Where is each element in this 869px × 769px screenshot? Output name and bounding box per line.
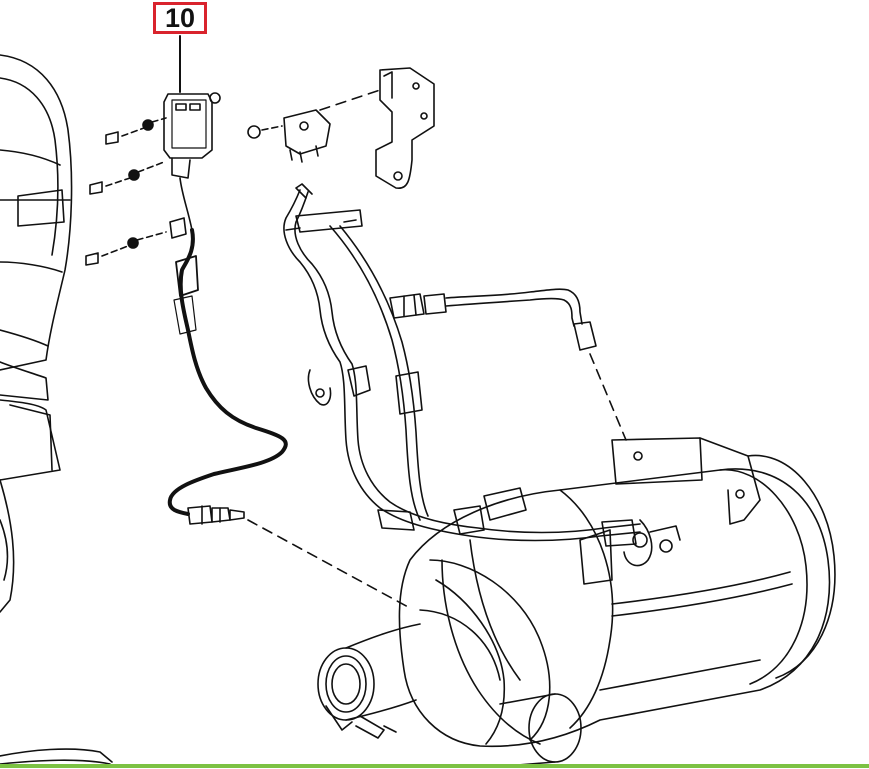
probe-alignment-line: [247, 519, 411, 609]
sensor-control-module: [163, 92, 221, 231]
fastener-set: [85, 117, 187, 266]
upper-bracket: [375, 67, 435, 189]
bottom-divider-rule: [0, 764, 869, 768]
wiring-harness: [283, 183, 641, 547]
lower-left-component: [0, 748, 113, 765]
sensor-probe: [187, 505, 245, 525]
temperature-sensor: [389, 288, 627, 441]
exhaust-dpf-housing: [398, 437, 836, 748]
mounting-clip: [247, 89, 381, 163]
outlet-pipe-stub: [499, 693, 582, 767]
inlet-pipe-clamp: [317, 623, 421, 739]
air-intake-housing: [0, 54, 73, 613]
sensor-harness-cable: [167, 228, 288, 516]
callout-number-label: 10: [153, 2, 207, 34]
